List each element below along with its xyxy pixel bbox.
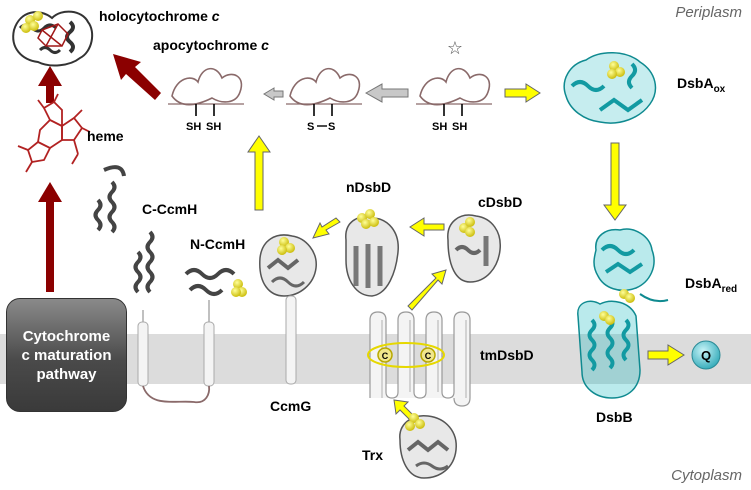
quinone-label: Q <box>701 348 711 363</box>
yellow-arrow-dsbaox-to-dsbared <box>603 142 627 221</box>
cys-sh-right-2: SH <box>452 121 467 133</box>
tmdsbd-cys-ring <box>367 342 445 368</box>
yellow-arrow-ndsbd-to-ccmg <box>312 217 341 239</box>
cytoplasm-label: Cytoplasm <box>671 467 742 484</box>
ccmg-structure <box>259 234 317 385</box>
dsba-ox-label: DsbAox <box>677 75 726 95</box>
holocytochrome-structure <box>12 10 94 67</box>
tmdsbd-cys-1 <box>377 347 393 363</box>
n-ccmh-structure <box>184 268 236 296</box>
yellow-arrow-ccmg-to-apo <box>247 135 271 211</box>
dsbb-structure <box>577 300 641 399</box>
ccmh-membrane-anchors <box>137 300 215 404</box>
apo-to-holo-arrow <box>113 54 161 100</box>
tmdsbd-label: tmDsbD <box>480 347 534 363</box>
yellow-arrow-cdsbd-to-ndsbd <box>409 217 445 237</box>
cytochrome-c-maturation-pathway-box: Cytochrome c maturation pathway <box>6 298 127 412</box>
ndsbd-structure <box>345 209 399 297</box>
trx-label: Trx <box>362 447 383 463</box>
apocytochrome-reduced-2: SH SH <box>416 67 492 133</box>
cys-sh-right-1: SH <box>206 121 221 133</box>
periplasm-label: Periplasm <box>675 4 742 21</box>
gray-arrow-reduced-to-oxidized <box>364 83 409 103</box>
holocytochrome-label: holocytochrome c <box>99 8 220 24</box>
yellow-arrow-tmdsbd-to-cdsbd <box>407 269 447 311</box>
ccmg-label: CcmG <box>270 398 311 414</box>
heme-structure <box>17 93 91 173</box>
apocytochrome-label: apocytochrome c <box>153 37 269 53</box>
quinone-icon <box>691 340 721 370</box>
pathway-to-heme-arrow <box>38 182 62 292</box>
heme-label: heme <box>87 128 124 144</box>
tmdsbd-cys-2 <box>420 347 436 363</box>
apocytochrome-oxidized: S S <box>286 67 362 133</box>
cys-s-right: S <box>328 121 335 133</box>
trx-structure <box>399 413 457 479</box>
n-ccmh-label: N-CcmH <box>190 236 245 252</box>
svg-text:C: C <box>425 351 432 361</box>
star-icon: ☆ <box>447 38 463 59</box>
dsbb-label: DsbB <box>596 409 633 425</box>
heme-to-holo-arrow <box>38 66 62 103</box>
pathway-box-text: Cytochrome c maturation pathway <box>21 327 112 383</box>
apocytochrome-reduced-1: SH SH <box>168 67 244 133</box>
cdsbd-structure <box>447 214 501 283</box>
yellow-arrow-dsbb-to-q <box>647 344 685 366</box>
dsba-red-label: DsbAred <box>685 275 737 295</box>
cdsbd-label: cDsbD <box>478 194 522 210</box>
cys-s-left: S <box>307 121 314 133</box>
ndsbd-label: nDsbD <box>346 179 391 195</box>
dsba-ox-structure <box>563 52 657 124</box>
gray-arrow-oxidized-to-reduced <box>263 87 284 101</box>
dsba-red-structure <box>593 228 669 303</box>
svg-text:C: C <box>382 351 389 361</box>
cys-sh-left-1: SH <box>186 121 201 133</box>
c-ccmh-label: C-CcmH <box>142 201 197 217</box>
yellow-arrow-to-dsbaox <box>504 83 541 103</box>
c-ccmh-structure <box>93 165 155 294</box>
cys-sh-left-2: SH <box>432 121 447 133</box>
